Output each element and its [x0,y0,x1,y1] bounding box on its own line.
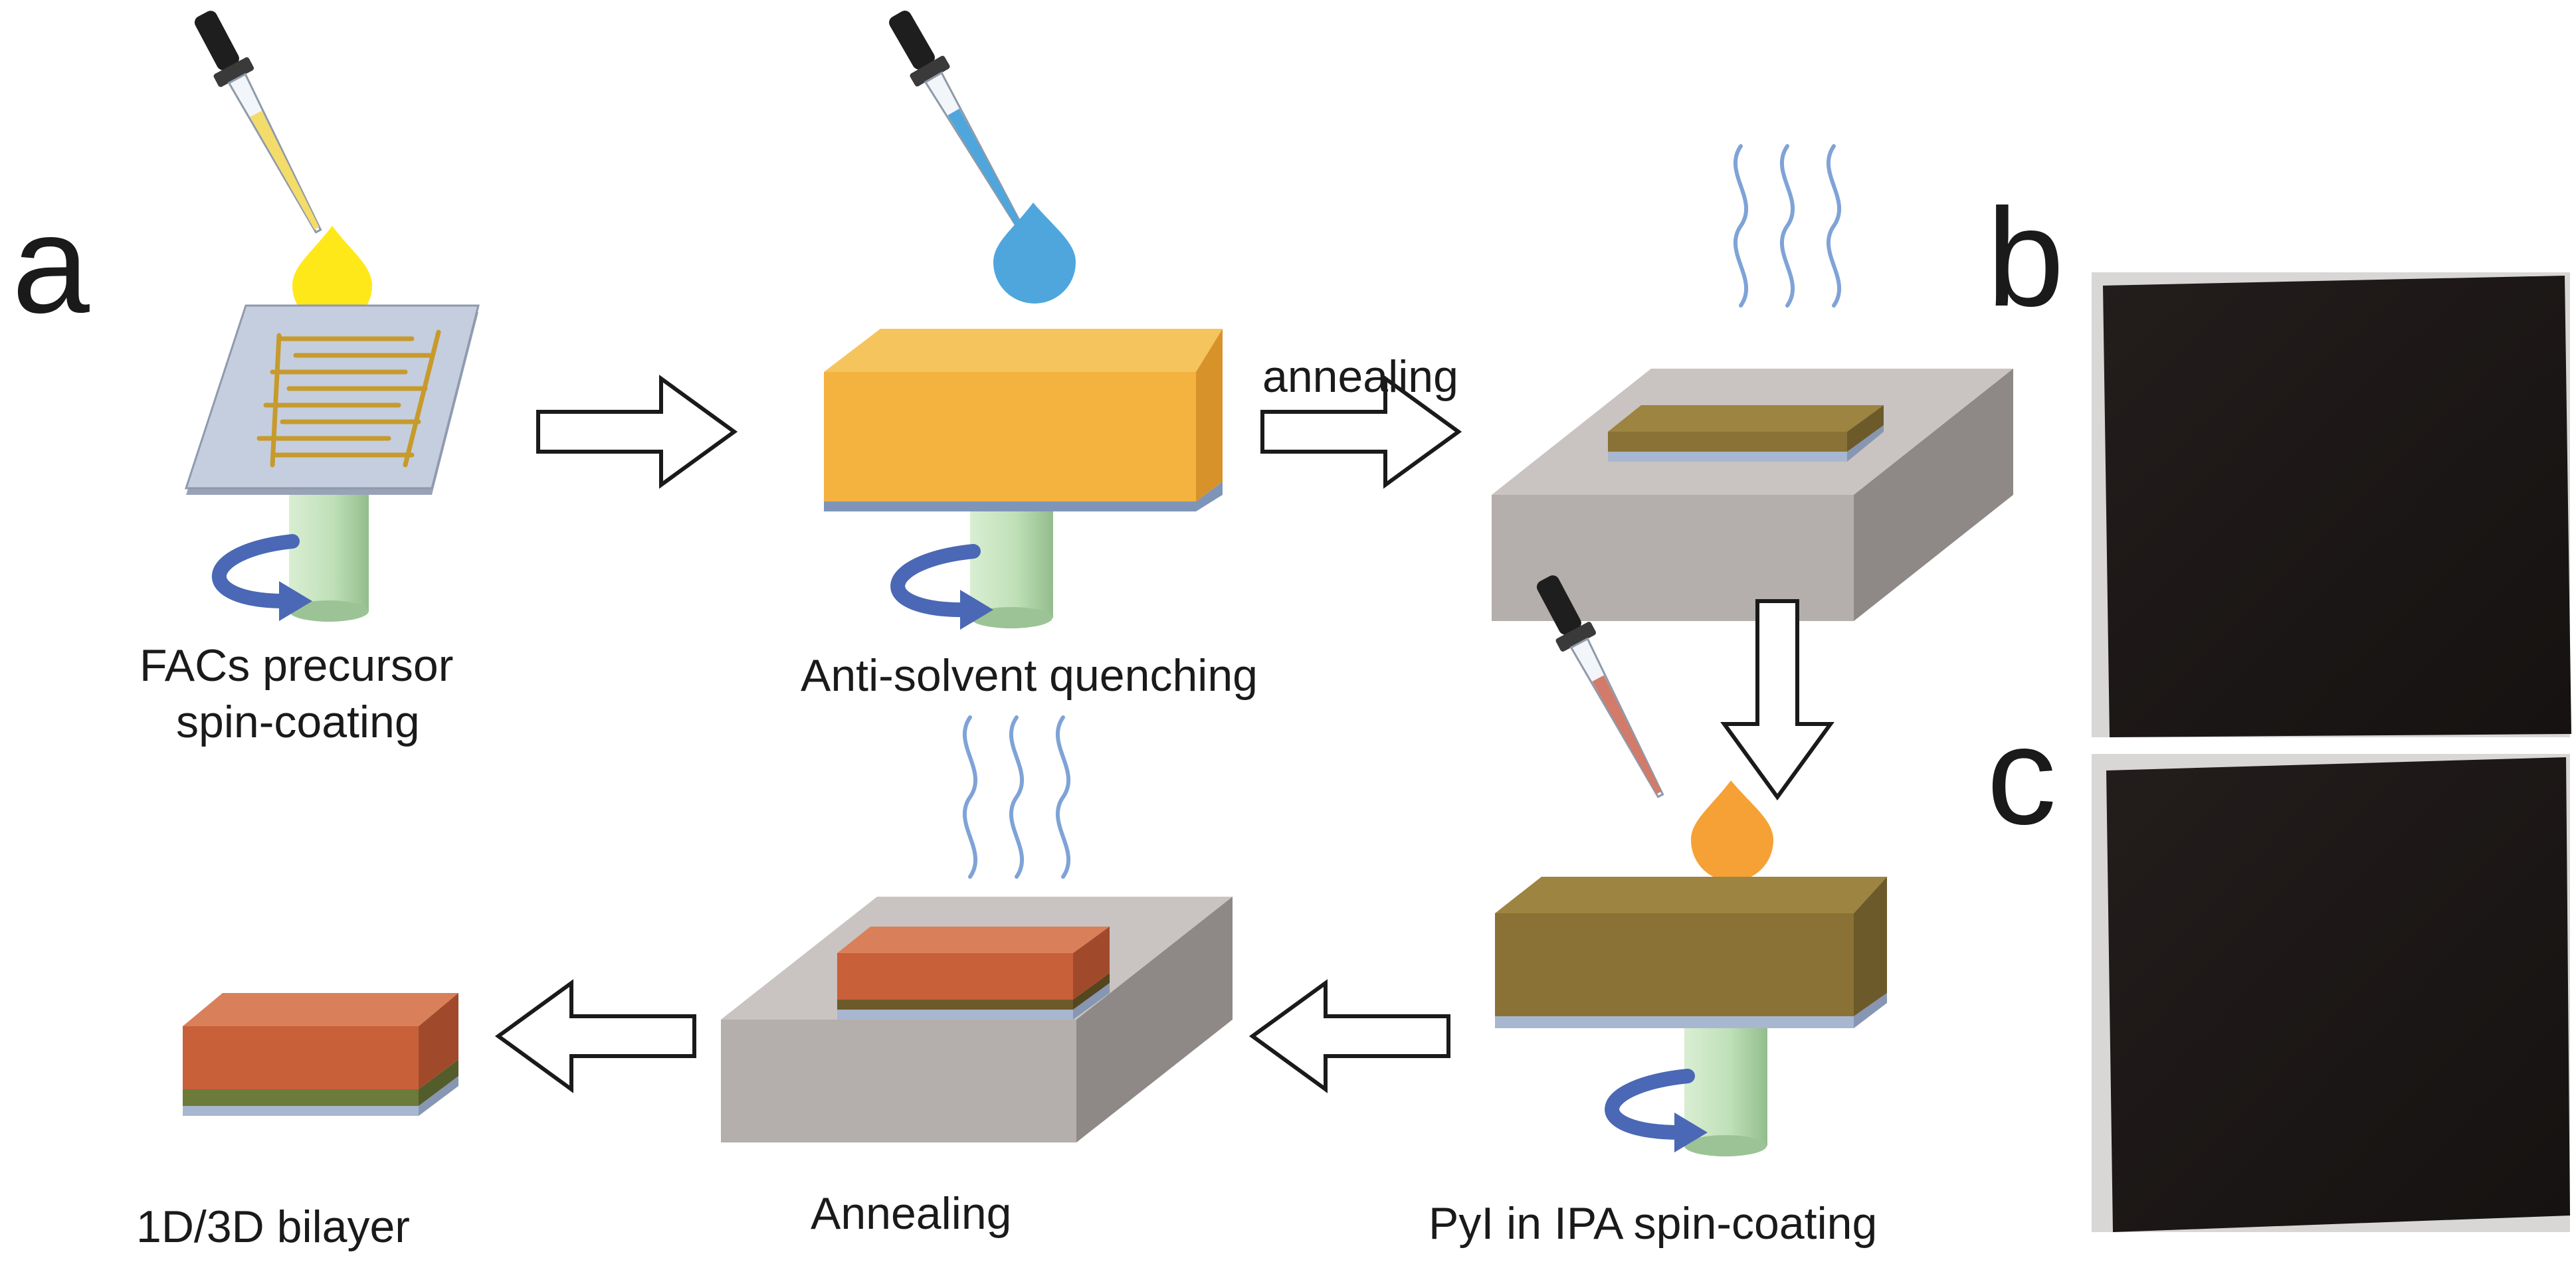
rotation-arrow-icon [890,544,993,630]
block-arrow-icon [1724,601,1831,797]
step3-caption: PyI in IPA spin-coating [1429,1198,1877,1249]
rotation-arrow-icon [211,534,312,621]
spin-chuck-icon [970,505,1053,628]
step-pyi-spin-coating: PyI in IPA spin-coating [1429,568,1887,1249]
fa-perovskite-film [1608,405,1884,462]
droplet-icon [1691,780,1773,881]
annealing-arrow-label: annealing [1262,351,1458,402]
step1-caption-line2: spin-coating [176,697,420,747]
panel-label-a: a [12,186,90,342]
pipette-icon [184,3,337,242]
droplet-icon [292,226,372,325]
photo-b [2092,272,2571,737]
block-arrow-icon [498,983,694,1089]
step5-caption: 1D/3D bilayer [136,1202,410,1252]
pyi-capped-film [837,927,1110,1020]
step2-caption: Anti-solvent quenching [801,650,1258,701]
droplet-icon [993,203,1076,304]
photo-c [2092,754,2570,1232]
rotation-arrow-icon [1605,1069,1708,1152]
heat-waves-icon [965,717,1068,877]
wet-precursor-film-slab [824,329,1223,511]
step-anti-solvent-quenching: Anti-solvent quenching [801,3,1258,701]
fa-perovskite-film-on-chuck [1495,877,1887,1028]
step-second-annealing: Annealing [721,717,1233,1239]
fto-substrate-with-electrodes [184,304,480,495]
bilayer-film-stack [183,993,458,1116]
panel-label-b: b [1987,179,2064,335]
panel-label-c: c [1987,697,2056,854]
step-first-annealing [1492,146,2013,621]
heat-waves-icon [1735,146,1839,306]
spin-chuck-icon [1684,1026,1767,1156]
spin-chuck-icon [289,478,369,622]
step-precursor-spin-coating: FACs precursor spin-coating [140,3,480,747]
pipette-icon [1526,568,1679,806]
step-bilayer-result: 1D/3D bilayer [136,993,458,1252]
block-arrow-icon [538,379,734,485]
block-arrow-icon [1252,983,1448,1089]
pipette-icon [878,3,1039,238]
step1-caption-line1: FACs precursor [140,640,453,691]
step4-caption: Annealing [811,1188,1011,1239]
